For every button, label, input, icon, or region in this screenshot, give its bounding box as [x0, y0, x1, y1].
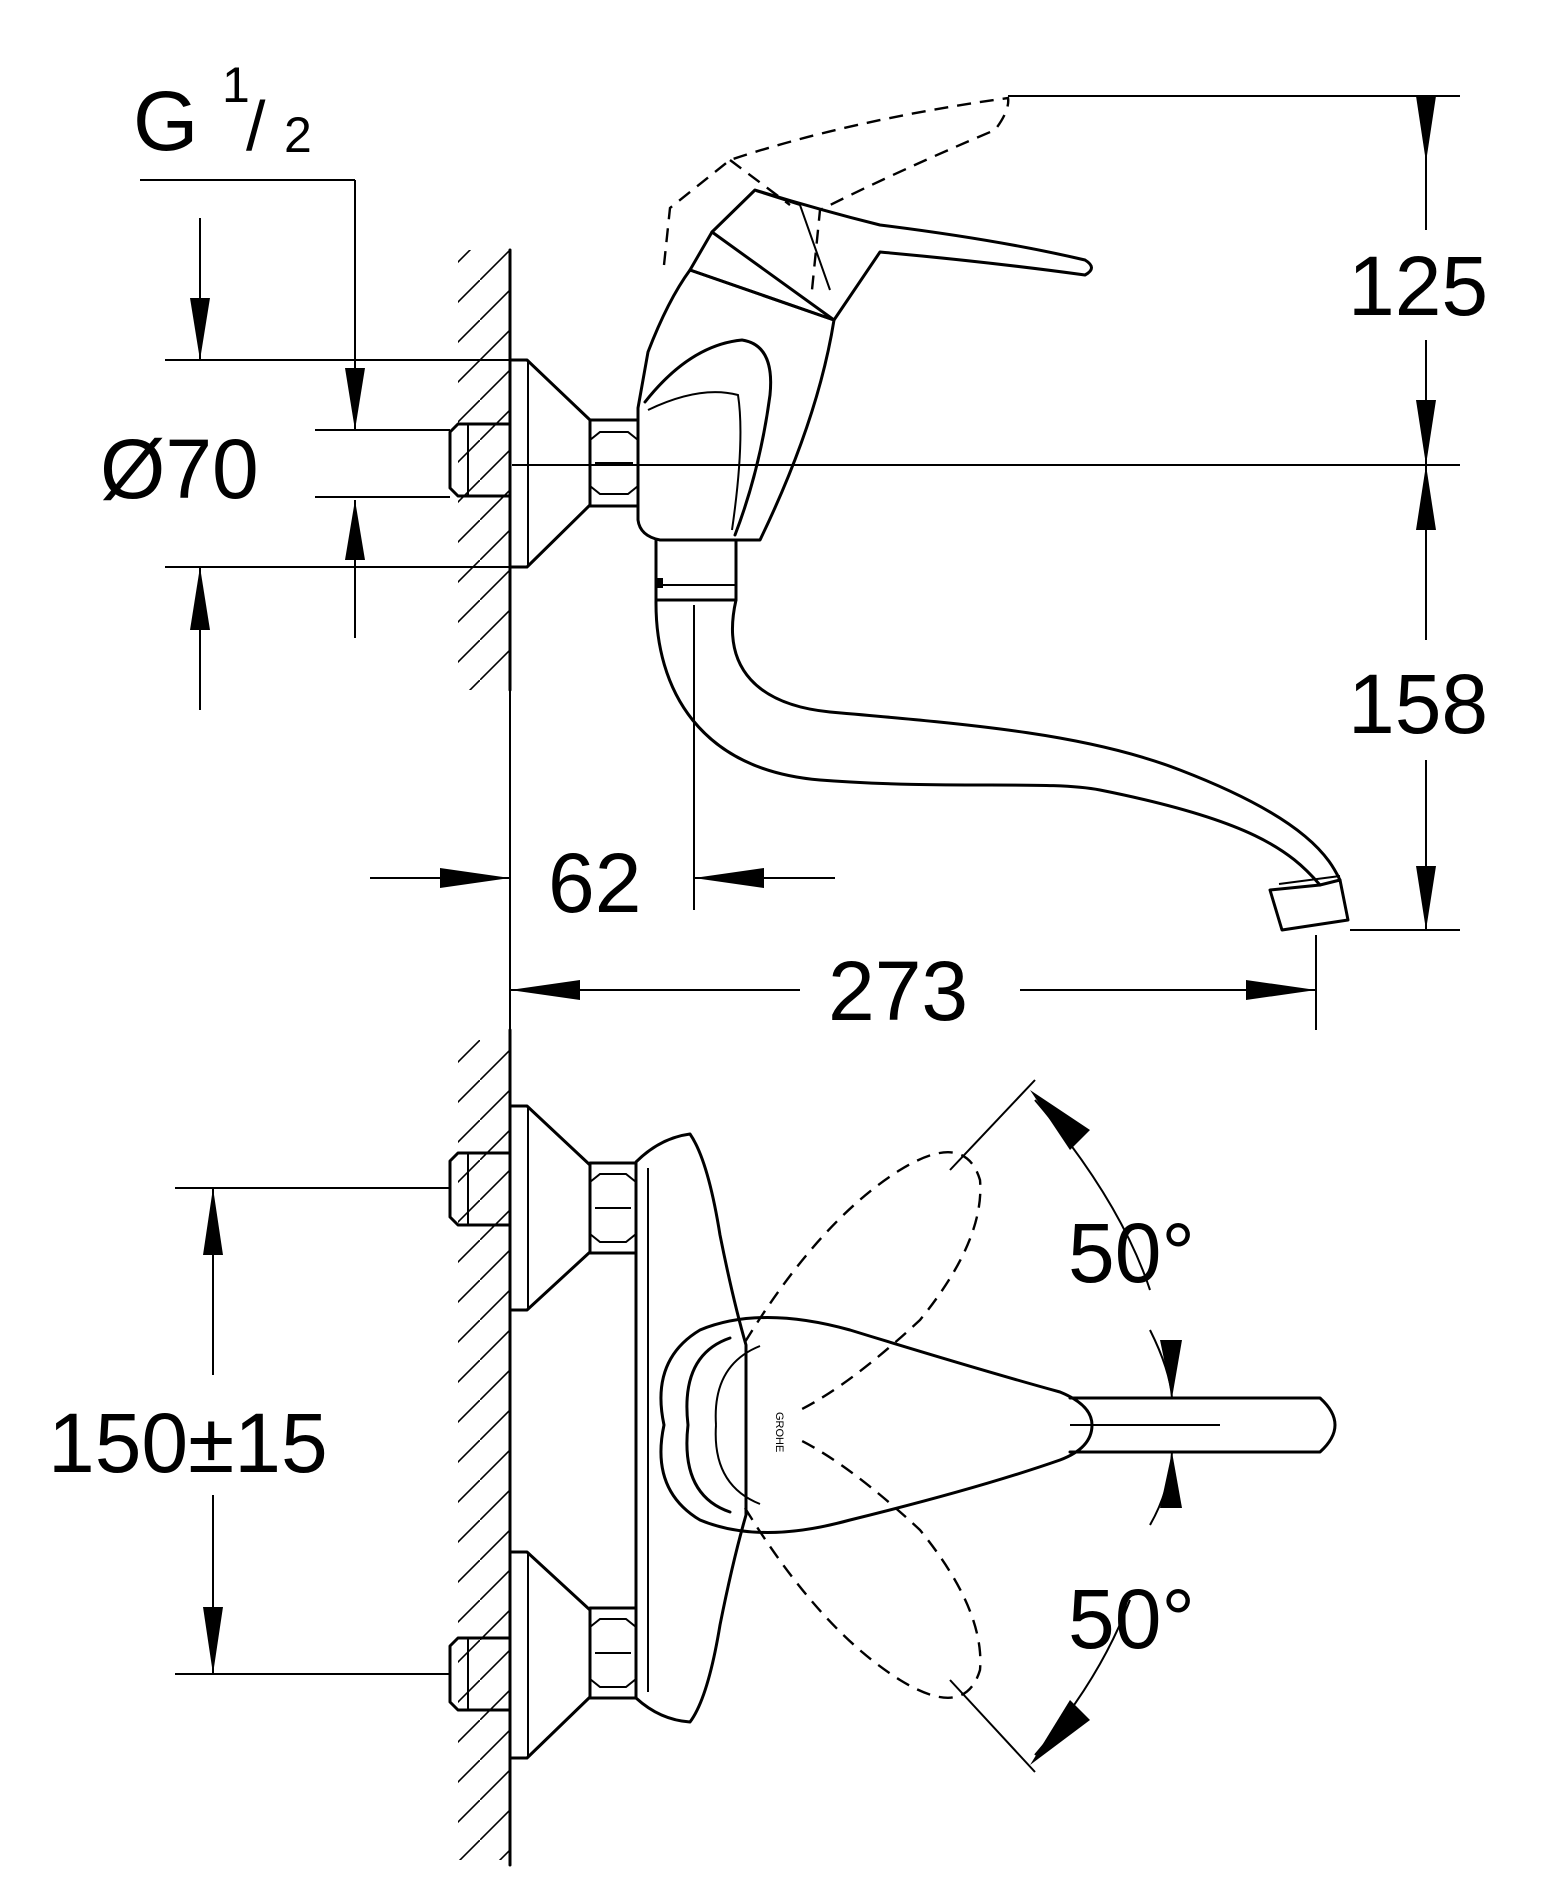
spout-reach-dimension: [509, 690, 1317, 1030]
connection-spacing-label: 150±15: [48, 1396, 328, 1490]
thread-slash: /: [246, 87, 266, 165]
side-lever: [688, 188, 1093, 322]
top-view: GROHE 50° 50°: [48, 1028, 1337, 1867]
thread-denominator-label: 2: [284, 107, 312, 163]
inlet-thread: [448, 422, 512, 498]
spout-reach-label: 273: [828, 944, 968, 1038]
swivel-angle-up-label: 50°: [1068, 1206, 1195, 1300]
top-body: [634, 1132, 748, 1724]
diameter-dimension: [165, 218, 510, 710]
side-view: G 1 / 2 Ø70 125 158: [100, 57, 1488, 1038]
swivel-angle-down-label: 50°: [1068, 1572, 1195, 1666]
wall-top: [458, 1028, 512, 1867]
thread-leader: [140, 179, 450, 638]
angle-dimensions: [949, 1079, 1182, 1773]
top-lever-swing-up: [743, 1151, 982, 1412]
side-spout-collar: [654, 538, 738, 602]
thread-numerator-label: 1: [222, 57, 250, 113]
side-escutcheon: [508, 358, 592, 569]
lever-height-label: 125: [1348, 239, 1488, 333]
diameter-label: Ø70: [100, 422, 259, 516]
side-hex-nut: [588, 418, 640, 508]
spout-height-label: 158: [1348, 657, 1488, 751]
height-dimensions: [1008, 95, 1460, 931]
top-upper-connection: [448, 1104, 638, 1312]
side-spout: [654, 598, 1350, 932]
side-lever-raised: [662, 96, 1010, 291]
wall-offset-label: 62: [548, 836, 641, 930]
top-lever-swing-down: [743, 1438, 982, 1699]
side-body: [636, 268, 836, 542]
brand-logo-text: GROHE: [773, 1412, 785, 1452]
top-lower-connection: [448, 1550, 638, 1760]
wall-side: [458, 248, 512, 692]
top-lever: [659, 1316, 1337, 1534]
connection-spacing-dimension: [175, 1187, 450, 1675]
wall-offset-dimension: [370, 605, 835, 910]
thread-prefix-label: G: [133, 74, 198, 168]
